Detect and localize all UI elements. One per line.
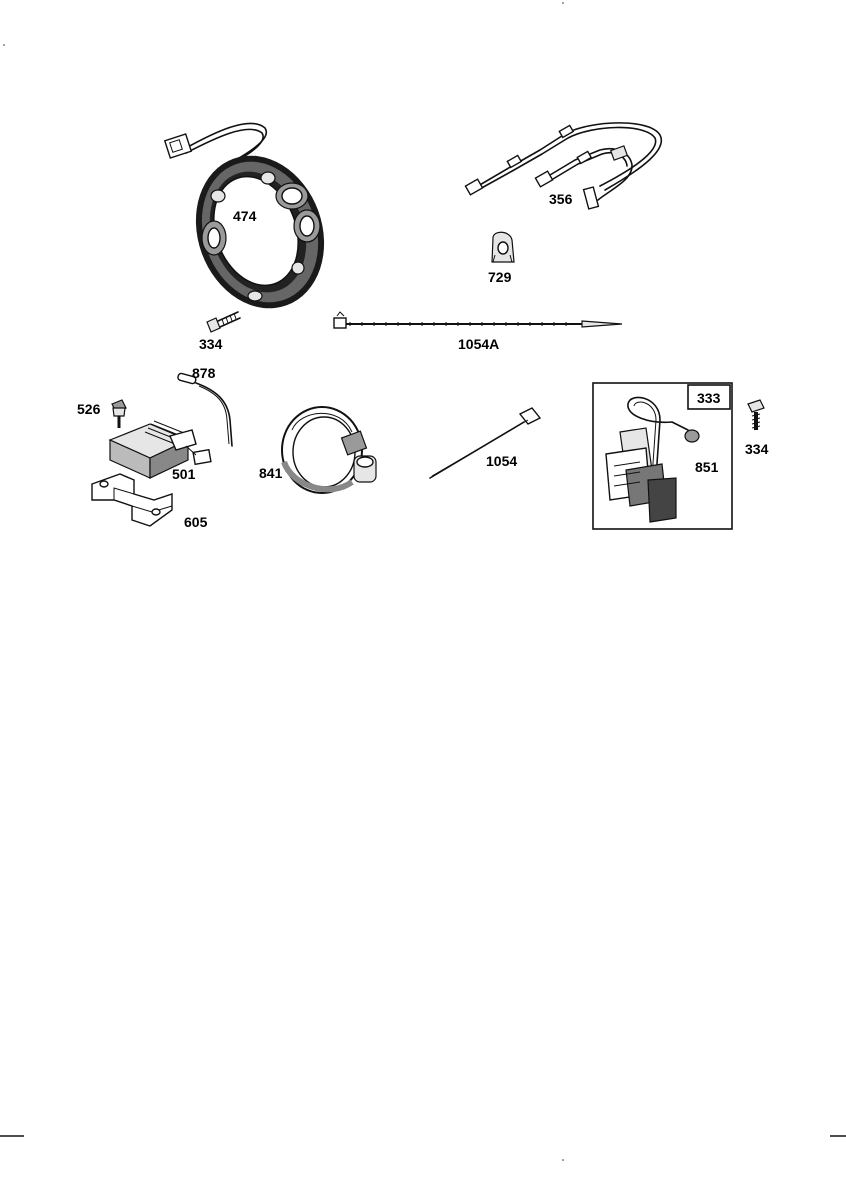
wire-lead-drawing [177, 372, 233, 447]
label-grommet: 729 [488, 269, 512, 285]
label-stator: 474 [233, 208, 257, 224]
cable-tie-long-drawing [333, 311, 623, 329]
label-wire-lead: 878 [192, 365, 216, 381]
grommet-drawing [491, 231, 515, 263]
label-screw-right: 334 [745, 441, 769, 457]
label-armature-kit: 333 [697, 390, 721, 406]
bracket-drawing [91, 473, 173, 527]
wire-harness-drawing [464, 122, 663, 210]
cable-tie-drawing [429, 407, 542, 479]
hose-clamp-drawing [281, 406, 377, 494]
page-marks [0, 2, 846, 1161]
screw-regulator-drawing [111, 399, 127, 428]
label-bracket: 605 [184, 514, 208, 530]
label-armature: 851 [695, 459, 719, 475]
armature-drawing [605, 396, 700, 523]
label-screw-left: 334 [199, 336, 223, 352]
label-cable-tie-long: 1054A [458, 336, 499, 352]
label-cable-tie: 1054 [486, 453, 517, 469]
regulator-drawing [108, 420, 212, 479]
stator-drawing [163, 122, 325, 309]
label-regulator: 501 [172, 466, 196, 482]
label-wire-harness: 356 [549, 191, 573, 207]
armature-kit-box [592, 382, 733, 530]
screw-right-drawing [747, 399, 765, 430]
label-screw-regulator: 526 [77, 401, 101, 417]
screw-left-drawing [206, 311, 241, 333]
label-hose-clamp: 841 [259, 465, 283, 481]
